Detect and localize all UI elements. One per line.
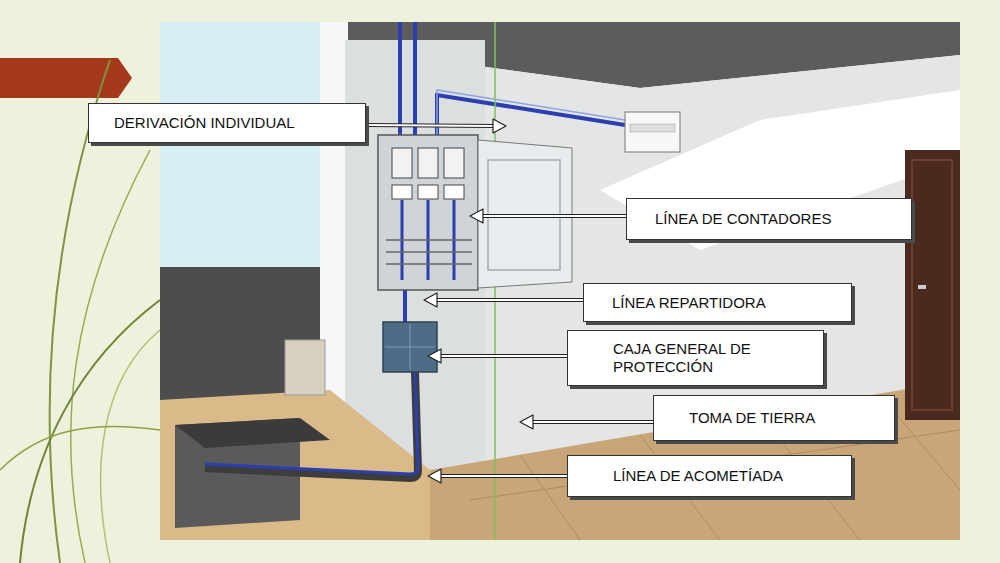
leader-arrows-part-part [532,420,653,424]
meter-cabinet [378,135,572,290]
scene-background-part [918,285,926,289]
cables-part [205,372,418,474]
slide-decoration-part [101,330,160,563]
slide-decoration-part [20,300,160,563]
slide-decoration-part [0,426,160,470]
label-box: CAJA GENERAL DE PROTECCIÓN [567,330,824,386]
slide-decoration-part [71,150,150,563]
leader-arrows-part-part [436,299,583,301]
meter-cabinet-part [418,185,438,199]
leader-arrows-part-part [428,469,441,483]
label-text: LÍNEA REPARTIDORA [612,294,841,312]
cables-part [205,372,418,478]
meter-cabinet-part [418,148,438,178]
leader-arrows-part-part [482,215,626,217]
leader-arrows-part-part [440,355,567,357]
scene-background [160,22,960,540]
scene-background-part [470,395,960,540]
label-text: LÍNEA DE ACOMETÍADA [613,467,841,485]
scene-background-part [905,150,960,420]
meter-panel-part [630,124,675,132]
leader-arrows-part-part [436,298,583,302]
leader-arrows-part-part [470,209,483,223]
meter-cabinet-part [392,185,412,199]
leader-arrows-part-part [482,214,626,218]
leader-arrows-part-part [428,349,441,363]
leader-arrows-part-part [440,354,567,358]
label-box: LÍNEA DE ACOMETÍADA [567,455,852,497]
leader-arrows-part-part [532,421,653,423]
leader-arrows-part-part [520,415,533,429]
meter-cabinet-part-part [386,239,472,241]
protection-box-part [383,322,437,372]
meter-cabinet-part-part [386,251,472,253]
label-box: DERIVACIÓN INDIVIDUAL [88,103,366,143]
label-text: DERIVACIÓN INDIVIDUAL [114,114,355,132]
leader-arrows-part-part [493,119,506,133]
meter-cabinet-part-part [386,263,472,265]
trench-part [175,418,330,448]
scene-background-part [160,267,330,410]
label-box: LÍNEA REPARTIDORA [583,283,852,322]
trench-part [285,340,325,395]
meter-cabinet-part [378,135,478,290]
leader-arrows-part-part [367,125,494,126]
cables-part [413,22,417,140]
leader-arrows-part-part [367,125,494,126]
meter-cabinet-part [386,240,472,264]
scene-background-part [912,160,952,410]
scene-background-part [160,22,325,267]
cables [205,22,625,540]
protection-box [383,322,437,372]
meter-cabinet-part [392,148,412,178]
slide-decoration-part [0,58,132,98]
trench-part [160,390,430,540]
leader-arrows-part-part [440,475,567,477]
meter-cabinet-part [444,185,464,199]
leader-arrows-part-part [440,474,567,478]
cables-part [398,22,402,140]
leader-arrows-part-part [424,293,437,307]
label-box: TOMA DE TIERRA [653,395,895,441]
meter-cabinet-part [444,148,464,178]
meter-panel-part [625,112,680,152]
label-box: LÍNEA DE CONTADORES [626,198,912,240]
protection-box-part [385,347,435,348]
scene-background-part [430,380,960,540]
scene-background-part [160,22,960,540]
label-text: LÍNEA DE CONTADORES [655,210,901,228]
meter-panel [625,112,680,152]
label-text: CAJA GENERAL DE PROTECCIÓN [613,340,813,376]
cables-part [403,290,407,325]
leader-arrows-part [424,119,533,483]
label-text: TOMA DE TIERRA [689,409,884,427]
